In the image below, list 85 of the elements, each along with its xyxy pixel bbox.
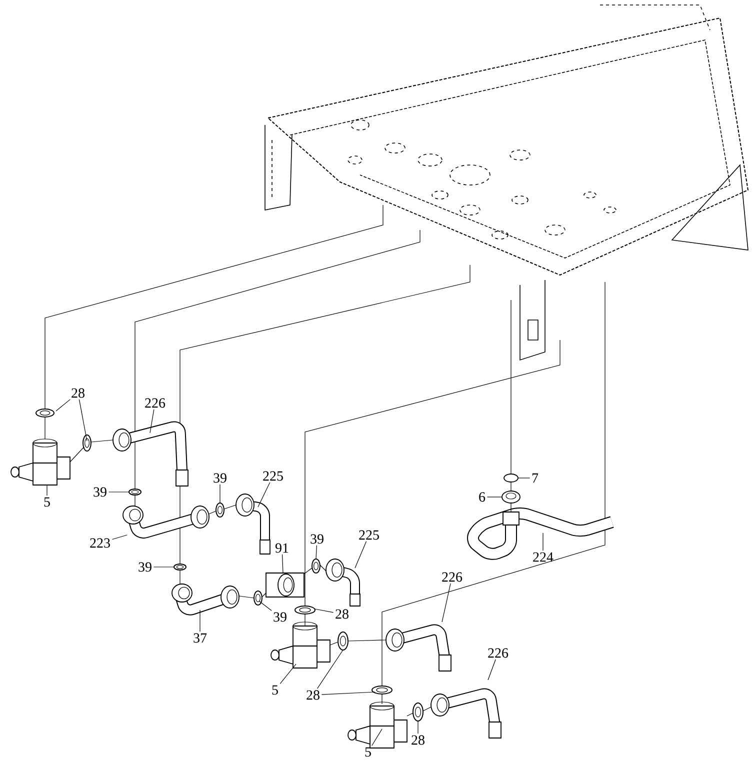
assembly-line	[330, 642, 338, 646]
callout-number: 7	[532, 473, 538, 483]
ring-drawing	[36, 408, 54, 418]
assembly-line	[304, 614, 306, 626]
leader-line	[78, 399, 88, 442]
ring-drawing	[174, 564, 186, 570]
assembly-line	[510, 502, 512, 512]
leader-line	[372, 728, 382, 746]
assembly-line	[208, 510, 216, 514]
assembly-line	[70, 446, 84, 462]
leader-line	[488, 659, 496, 680]
assembly-line	[238, 596, 254, 598]
callout-number: 28	[336, 609, 348, 619]
leader-line	[46, 484, 48, 496]
assembly-line	[134, 494, 136, 506]
leader-line	[112, 534, 128, 540]
pipe-drawing	[122, 506, 210, 539]
ring-drawing	[412, 702, 424, 722]
callout-number: 39	[310, 534, 324, 544]
assembly-line	[44, 416, 46, 440]
assembly-line	[510, 482, 512, 492]
ring-drawing	[254, 590, 262, 606]
leader-line	[280, 664, 296, 684]
callout-number: 28	[412, 735, 424, 745]
valve-drawing	[10, 438, 70, 486]
leader-line	[486, 496, 502, 498]
assembly-line	[320, 564, 326, 572]
leader-line	[314, 608, 334, 613]
callout-number: 6	[479, 492, 486, 502]
callout-number: 39	[138, 562, 152, 572]
pipe-drawing	[112, 421, 188, 486]
callout-number: 5	[44, 497, 50, 507]
ring-drawing	[128, 488, 142, 496]
leader-line	[153, 566, 174, 568]
callout-number: 225	[263, 471, 283, 481]
ring-drawing	[294, 606, 316, 614]
leader-line	[442, 583, 451, 622]
assembly-line	[422, 706, 432, 712]
leader-line	[56, 399, 70, 412]
leader-line	[258, 600, 272, 611]
assembly-line	[90, 440, 114, 442]
ring-drawing	[312, 558, 320, 574]
leader-line	[150, 409, 154, 434]
leader-line	[316, 545, 317, 560]
assembly-line	[304, 568, 312, 574]
leader-line	[354, 541, 367, 568]
pipe-drawing	[172, 584, 240, 616]
hose-drawing	[467, 507, 614, 560]
assembly-line	[262, 592, 266, 598]
leader-line	[321, 692, 376, 695]
cap-drawing	[504, 474, 518, 482]
ring-drawing	[216, 502, 224, 518]
pipe-drawing	[386, 624, 452, 672]
callout-number: 226	[145, 398, 166, 408]
fitting-drawing	[502, 490, 520, 504]
leader-line	[542, 532, 544, 551]
ring-drawing	[82, 434, 92, 452]
pipe-drawing	[430, 688, 502, 738]
leader-line	[316, 650, 344, 689]
pipe-drawing	[326, 558, 360, 606]
callout-number: 39	[274, 612, 286, 622]
callout-number: 91	[275, 543, 288, 553]
callout-number: 39	[214, 473, 226, 483]
callout-number: 37	[194, 633, 207, 643]
callout-number: 28	[306, 690, 320, 700]
callout-number: 226	[442, 572, 462, 582]
callout-number: 223	[90, 538, 110, 548]
callout-number: 28	[72, 388, 84, 398]
assembly-line	[406, 712, 414, 716]
assembly-line	[348, 640, 386, 642]
pipe-drawing	[236, 494, 270, 554]
callout-number: 224	[533, 552, 554, 562]
valve-drawing	[348, 702, 408, 748]
valve-drawing	[270, 622, 330, 668]
ring-drawing	[338, 632, 348, 650]
ring-drawing	[372, 686, 392, 694]
callout-number: 225	[359, 530, 379, 540]
callout-number: 226	[488, 648, 508, 658]
callout-number: 5	[365, 747, 371, 757]
fitting-drawing	[266, 572, 304, 598]
leader-line	[282, 554, 284, 574]
callout-number: 39	[94, 487, 106, 497]
assembly-line	[224, 504, 236, 510]
leader-line	[258, 482, 270, 508]
callout-number: 5	[272, 685, 278, 695]
